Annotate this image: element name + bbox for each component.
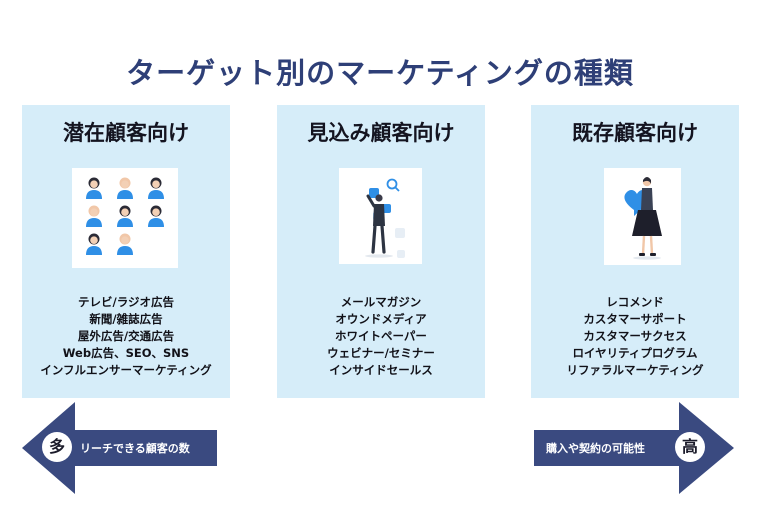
item-list: メールマガジン オウンドメディア ホワイトペーパー ウェビナー/セミナー インサ… [277, 294, 485, 379]
list-item: カスタマーサポート [583, 312, 687, 326]
diagram-title: ターゲット別のマーケティングの種類 [126, 56, 634, 90]
arrow-label: リーチできる顧客の数 [80, 442, 190, 455]
card-heading: 潜在顧客向け [63, 121, 189, 145]
person-body [86, 218, 102, 227]
arrow-label: 購入や契約の可能性 [546, 442, 645, 455]
person-face [90, 236, 98, 244]
person-face [152, 208, 160, 216]
person-body [148, 190, 164, 199]
person-face [90, 180, 98, 188]
person-body [148, 218, 164, 227]
list-item: 屋外広告/交通広告 [77, 329, 175, 343]
list-item: リファラルマーケティング [566, 363, 704, 377]
person-body [117, 190, 133, 199]
list-item: ホワイトペーパー [335, 329, 427, 343]
purchase-likelihood-arrow: 高 購入や契約の可能性 [534, 402, 734, 494]
person-body [117, 246, 133, 255]
person-body [86, 246, 102, 255]
card-heading: 既存顧客向け [572, 121, 698, 145]
person-face [90, 208, 98, 216]
list-item: カスタマーサクセス [583, 329, 687, 343]
arrow-right-shape [534, 402, 734, 494]
badge-high: 高 [675, 432, 705, 462]
card-potential-customers: 潜在顧客向け テレビ/ラジオ広告 新聞/雑誌広告 屋外広告/交通広告 Web広告… [22, 105, 230, 398]
person-searching-icon [339, 168, 422, 264]
person-body [117, 218, 133, 227]
list-item: 新聞/雑誌広告 [89, 312, 163, 326]
list-item: テレビ/ラジオ広告 [78, 295, 174, 309]
item-list: レコメンド カスタマーサポート カスタマーサクセス ロイヤリティプログラム リフ… [531, 294, 739, 379]
list-item: メールマガジン [340, 295, 422, 309]
card-prospective-customers: 見込み顧客向け メールマガジン オウンドメディア ホワイトペーパー ウェビナー/… [277, 105, 485, 398]
list-item: レコメンド [606, 295, 664, 309]
arrow-left-shape [22, 402, 217, 494]
badge-many: 多 [42, 432, 72, 462]
item-list: テレビ/ラジオ広告 新聞/雑誌広告 屋外広告/交通広告 Web広告、SEO、SN… [22, 294, 230, 379]
list-item: ロイヤリティプログラム [572, 346, 698, 360]
person-heart-icon [604, 168, 681, 265]
list-item: ウェビナー/セミナー [327, 346, 435, 360]
person-body [86, 190, 102, 199]
list-item: インサイドセールス [329, 363, 433, 377]
list-item: オウンドメディア [335, 312, 427, 326]
card-existing-customers: 既存顧客向け レコメンド カスタマーサポート カスタマーサクセス ロイヤリティプ… [531, 105, 739, 398]
person-face [152, 180, 160, 188]
people-grid-icon [72, 168, 178, 268]
list-item: インフルエンサーマーケティング [40, 363, 212, 377]
reach-arrow: 多 リーチできる顧客の数 [22, 402, 217, 494]
person-face [121, 208, 129, 216]
card-heading: 見込み顧客向け [307, 121, 455, 145]
list-item: Web広告、SEO、SNS [62, 346, 190, 360]
person-face [121, 180, 129, 188]
person-face [121, 236, 129, 244]
